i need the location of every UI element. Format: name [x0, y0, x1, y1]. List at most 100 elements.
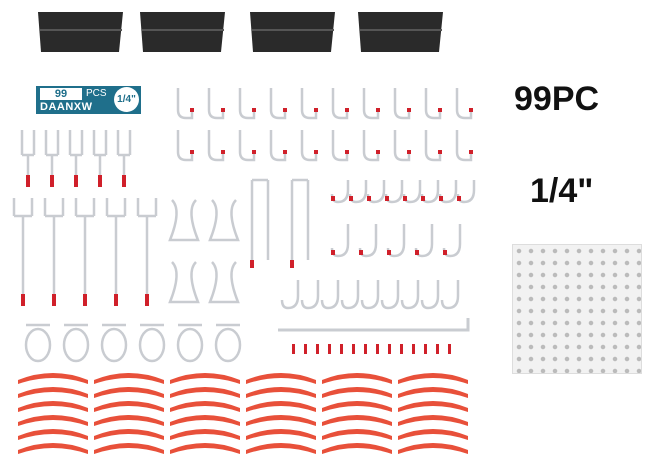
long-fork-hook: [74, 198, 96, 296]
hook-tip: [283, 150, 287, 154]
peg-clip: [246, 387, 316, 398]
peg-lock: [436, 344, 439, 354]
hook-tip: [145, 294, 149, 306]
j-hook: [362, 88, 380, 120]
badge-unit: PCS: [86, 88, 107, 99]
curved-hook: [420, 280, 440, 310]
loop-hook: [168, 199, 200, 242]
hook-tip: [114, 294, 118, 306]
brand-badge: 99 PCS DAANXW 1/4": [36, 86, 141, 114]
badge-size: 1/4": [114, 87, 139, 112]
hook-tip: [190, 150, 194, 154]
peg-lock: [388, 344, 391, 354]
peg-clip: [18, 443, 88, 454]
hook-tip: [438, 150, 442, 154]
peg-lock: [364, 344, 367, 354]
peg-lock: [412, 344, 415, 354]
peg-clip: [170, 373, 240, 384]
j-hook: [207, 130, 225, 162]
peg-clip: [170, 443, 240, 454]
peg-clip: [170, 401, 240, 412]
peg-clip: [322, 443, 392, 454]
curved-hook: [340, 280, 360, 310]
hook-tip: [367, 196, 371, 201]
storage-bin: [140, 12, 225, 52]
peg-clip: [94, 373, 164, 384]
long-fork-hook: [12, 198, 34, 296]
pegboard-inset-photo: [512, 244, 642, 374]
headline-count: 99PC: [514, 80, 600, 118]
j-hook: [455, 130, 473, 162]
short-fork-hook: [44, 130, 60, 180]
loop-hook: [208, 199, 240, 242]
j-hook: [331, 88, 349, 120]
j-hook: [331, 130, 349, 162]
short-fork-hook: [92, 130, 108, 180]
peg-clip: [246, 429, 316, 440]
short-fork-hook: [20, 130, 36, 180]
straight-hook: [290, 178, 310, 265]
peg-lock: [316, 344, 319, 354]
peg-clip: [246, 373, 316, 384]
peg-clip: [322, 415, 392, 426]
loop-hook: [208, 261, 240, 304]
ring-hook: [62, 327, 90, 363]
hook-tip: [50, 175, 54, 187]
storage-bin: [358, 12, 443, 52]
hook-tip: [331, 250, 335, 255]
hook-tip: [469, 108, 473, 112]
j-hook: [362, 130, 380, 162]
loop-hook: [168, 261, 200, 304]
hook-tip: [438, 108, 442, 112]
peg-clip: [398, 415, 468, 426]
peg-clip: [170, 415, 240, 426]
straight-hook: [250, 178, 270, 265]
storage-bin: [38, 12, 123, 52]
hook-tip: [98, 175, 102, 187]
j-hook: [269, 130, 287, 162]
curved-hook: [440, 280, 460, 310]
hook-tip: [331, 196, 335, 201]
hook-tip: [122, 175, 126, 187]
storage-bin: [250, 12, 335, 52]
hook-tip: [345, 150, 349, 154]
curved-hook: [400, 280, 420, 310]
peg-clip: [170, 387, 240, 398]
hook-tip: [314, 108, 318, 112]
peg-lock: [292, 344, 295, 354]
peg-clip: [322, 373, 392, 384]
j-hook: [269, 88, 287, 120]
peg-clip: [94, 401, 164, 412]
hook-tip: [349, 196, 353, 201]
hook-tip: [376, 150, 380, 154]
hook-tip: [26, 175, 30, 187]
j-hook: [238, 130, 256, 162]
hook-tip: [283, 108, 287, 112]
peg-clip: [18, 401, 88, 412]
hook-tip: [52, 294, 56, 306]
curved-hook: [300, 280, 320, 310]
peg-clip: [398, 429, 468, 440]
hook-tip: [407, 150, 411, 154]
peg-clip: [398, 401, 468, 412]
peg-clip: [322, 429, 392, 440]
ring-hook: [138, 327, 166, 363]
hook-tip: [387, 250, 391, 255]
j-hook: [393, 88, 411, 120]
peg-clip: [398, 387, 468, 398]
peg-lock: [328, 344, 331, 354]
peg-lock: [304, 344, 307, 354]
curved-hook: [320, 280, 340, 310]
peg-lock: [400, 344, 403, 354]
curved-hook: [380, 280, 400, 310]
peg-clip: [398, 443, 468, 454]
j-hook: [300, 88, 318, 120]
hook-tip: [407, 108, 411, 112]
peg-lock: [448, 344, 451, 354]
ring-hook: [24, 327, 52, 363]
hook-tip: [443, 250, 447, 255]
hook-tip: [415, 250, 419, 255]
peg-clip: [94, 415, 164, 426]
